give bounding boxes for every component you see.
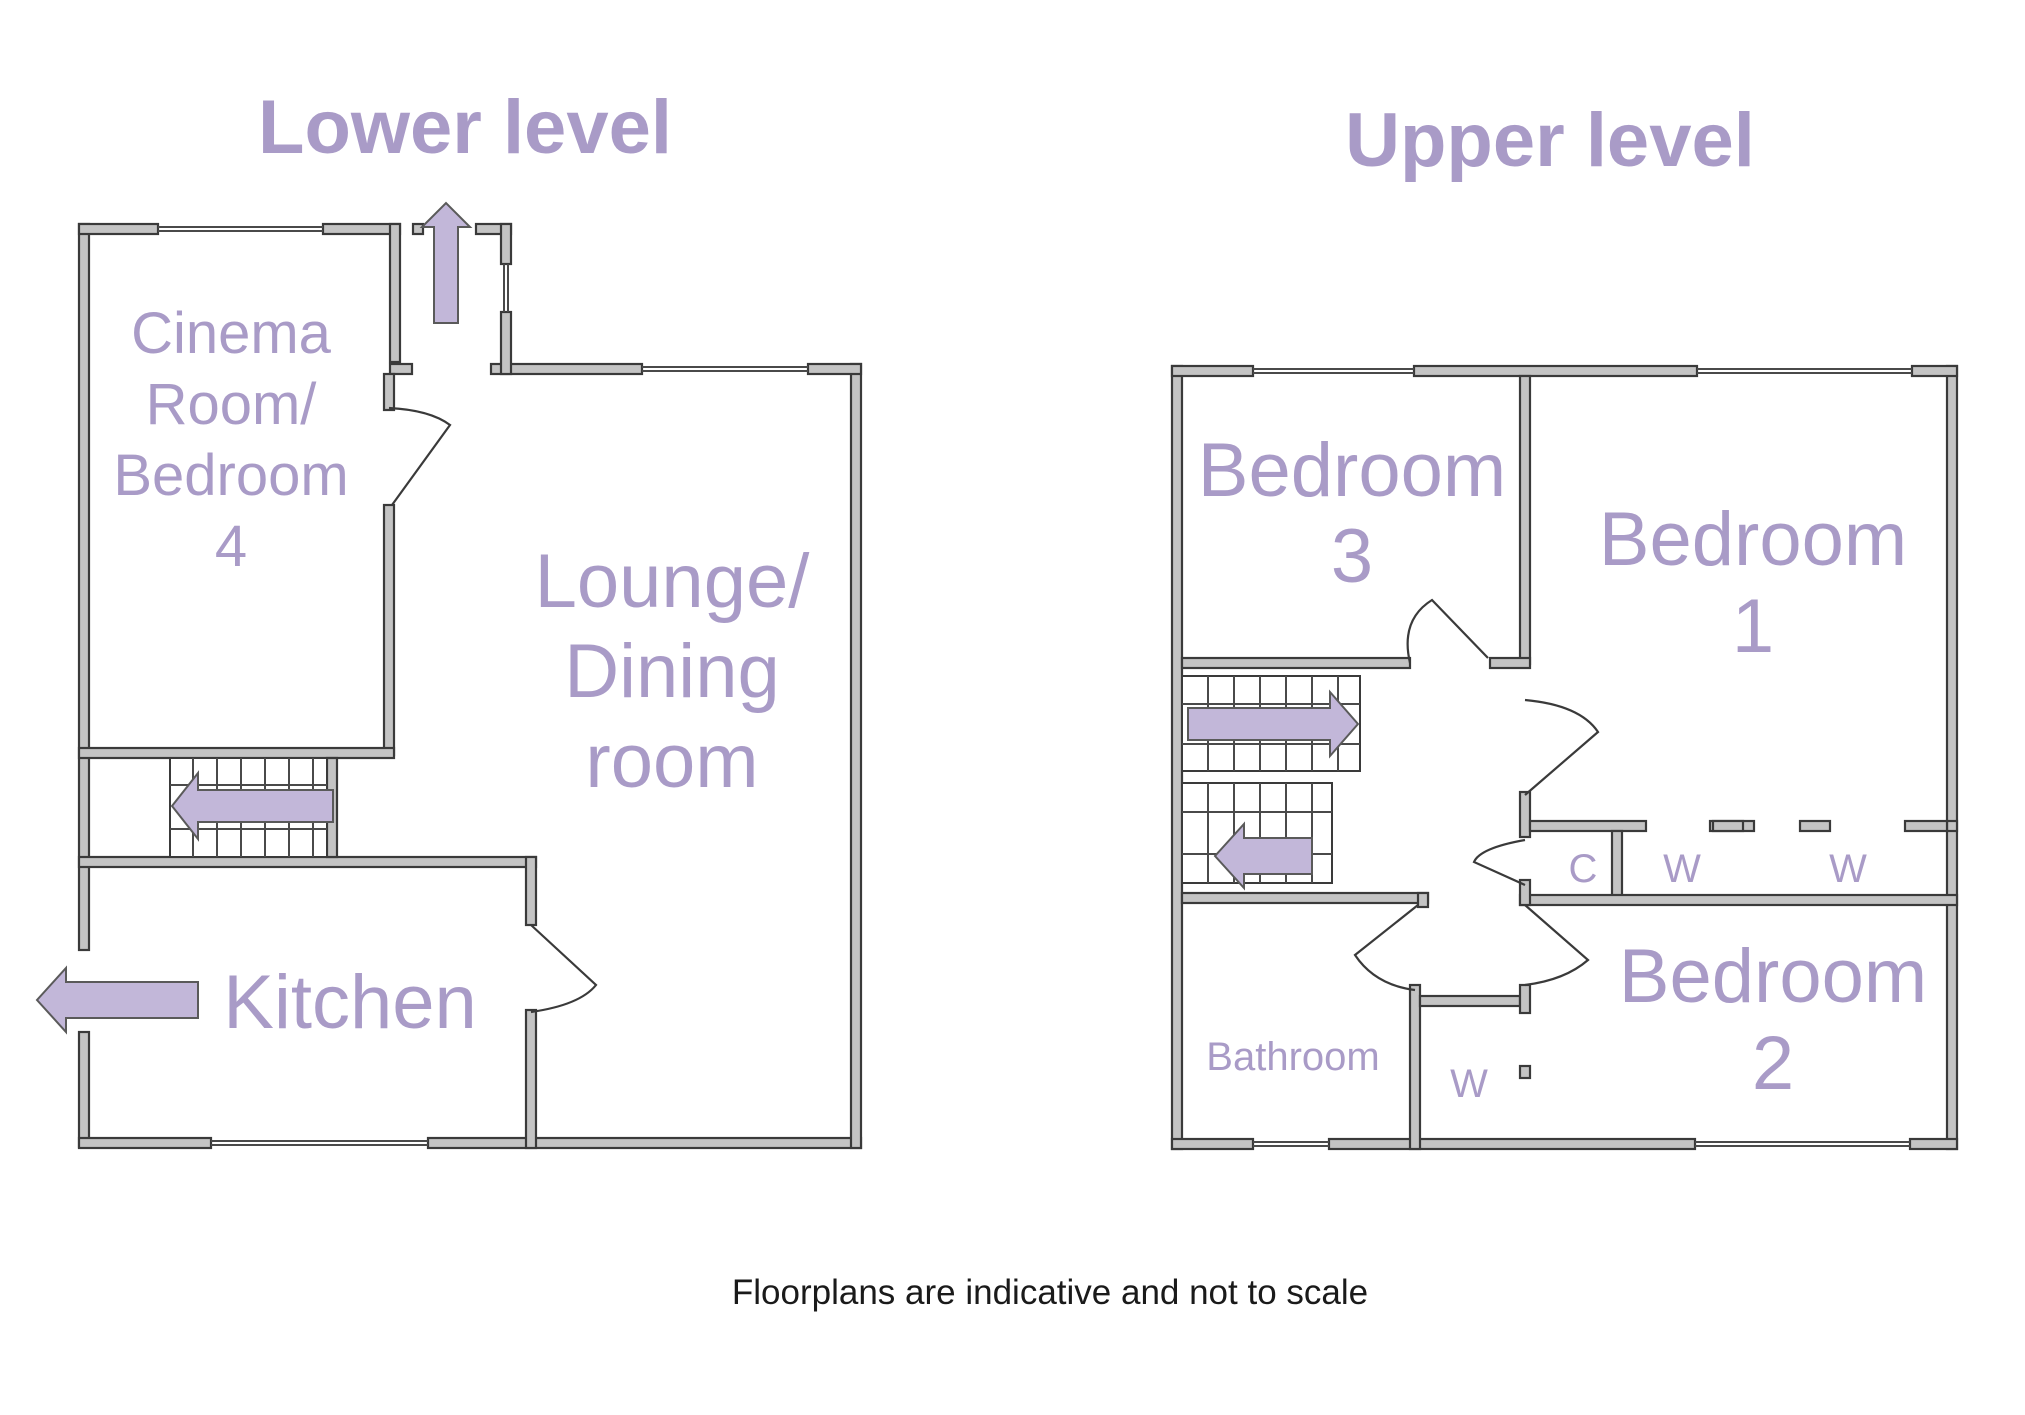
stair-up-arrow-icon bbox=[1187, 689, 1360, 759]
bedroom2-label-1: Bedroom bbox=[1619, 934, 1927, 1019]
stair-down-arrow-icon bbox=[170, 770, 334, 842]
disclaimer-note: Floorplans are indicative and not to sca… bbox=[732, 1273, 1368, 1312]
cupboard-label: C bbox=[1569, 847, 1598, 891]
kitchen-exit-arrow-icon bbox=[35, 965, 199, 1035]
cinema-room-label-3: Bedroom bbox=[113, 443, 348, 508]
lower-windows bbox=[158, 226, 808, 1146]
lower-doors bbox=[388, 406, 598, 1014]
upper-level-plan: Bedroom 3 Bedroom 1 Bedroom 2 Bathroom C… bbox=[1170, 364, 1959, 1151]
wardrobe-label-2: W bbox=[1829, 847, 1867, 891]
lounge-label-3: room bbox=[585, 719, 758, 804]
cinema-room-label-4: 4 bbox=[215, 514, 247, 579]
bathroom-label: Bathroom bbox=[1206, 1035, 1379, 1079]
upper-level-title: Upper level bbox=[1345, 98, 1755, 183]
lower-level-title: Lower level bbox=[258, 85, 672, 170]
stair-down-arrow-icon-upper bbox=[1213, 821, 1313, 891]
bedroom1-label-1: Bedroom bbox=[1599, 497, 1907, 582]
lounge-label-2: Dining bbox=[564, 629, 779, 714]
lower-level-plan: Cinema Room/ Bedroom 4 Lounge/ Dining ro… bbox=[35, 201, 863, 1150]
bedroom1-label-2: 1 bbox=[1732, 584, 1774, 669]
entrance-up-arrow-icon bbox=[419, 201, 473, 324]
cinema-room-label-1: Cinema bbox=[131, 301, 332, 366]
lower-outer-walls bbox=[77, 222, 863, 1150]
cinema-room-label-2: Room/ bbox=[146, 372, 318, 437]
bedroom3-label-1: Bedroom bbox=[1198, 428, 1506, 513]
bedroom2-label-2: 2 bbox=[1752, 1021, 1794, 1106]
upper-windows bbox=[1253, 368, 1912, 1147]
kitchen-label: Kitchen bbox=[223, 960, 477, 1045]
wardrobe-label-3: W bbox=[1450, 1062, 1488, 1106]
lounge-label-1: Lounge/ bbox=[535, 539, 811, 624]
bedroom3-label-2: 3 bbox=[1331, 514, 1373, 599]
wardrobe-label-1: W bbox=[1663, 847, 1701, 891]
upper-doors bbox=[1353, 598, 1600, 992]
